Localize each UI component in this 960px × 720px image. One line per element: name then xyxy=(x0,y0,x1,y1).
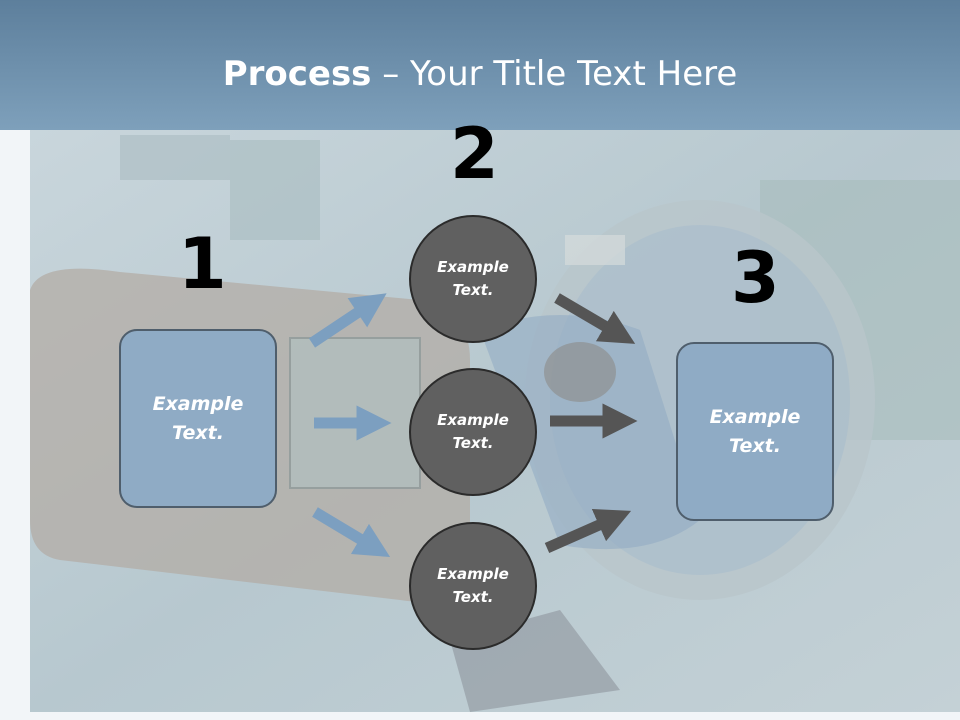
circle-3: Example Text. xyxy=(409,522,537,650)
step-number-2: 2 xyxy=(450,113,499,195)
arrow-from-circle-1 xyxy=(554,293,636,344)
circle-1: Example Text. xyxy=(409,215,537,343)
right-box-label: Example Text. xyxy=(709,405,801,457)
left-box: Example Text. xyxy=(119,329,277,508)
circle-2-label: Example Text. xyxy=(437,411,509,452)
left-box-label: Example Text. xyxy=(152,392,244,444)
circle-2: Example Text. xyxy=(409,368,537,496)
arrow-from-circle-3 xyxy=(544,509,632,554)
header-bar xyxy=(0,0,960,130)
title-bold: Process xyxy=(222,54,372,94)
step-number-3: 3 xyxy=(731,237,780,319)
arrow-to-circle-1 xyxy=(308,293,387,348)
right-box: Example Text. xyxy=(676,342,834,521)
title-rest: – Your Title Text Here xyxy=(371,54,738,94)
circle-3-label: Example Text. xyxy=(437,565,509,606)
arrow-to-circle-3 xyxy=(312,507,391,558)
step-number-1: 1 xyxy=(178,223,227,305)
slide-title: Process – Your Title Text Here xyxy=(0,52,960,96)
circle-1-label: Example Text. xyxy=(437,258,509,299)
